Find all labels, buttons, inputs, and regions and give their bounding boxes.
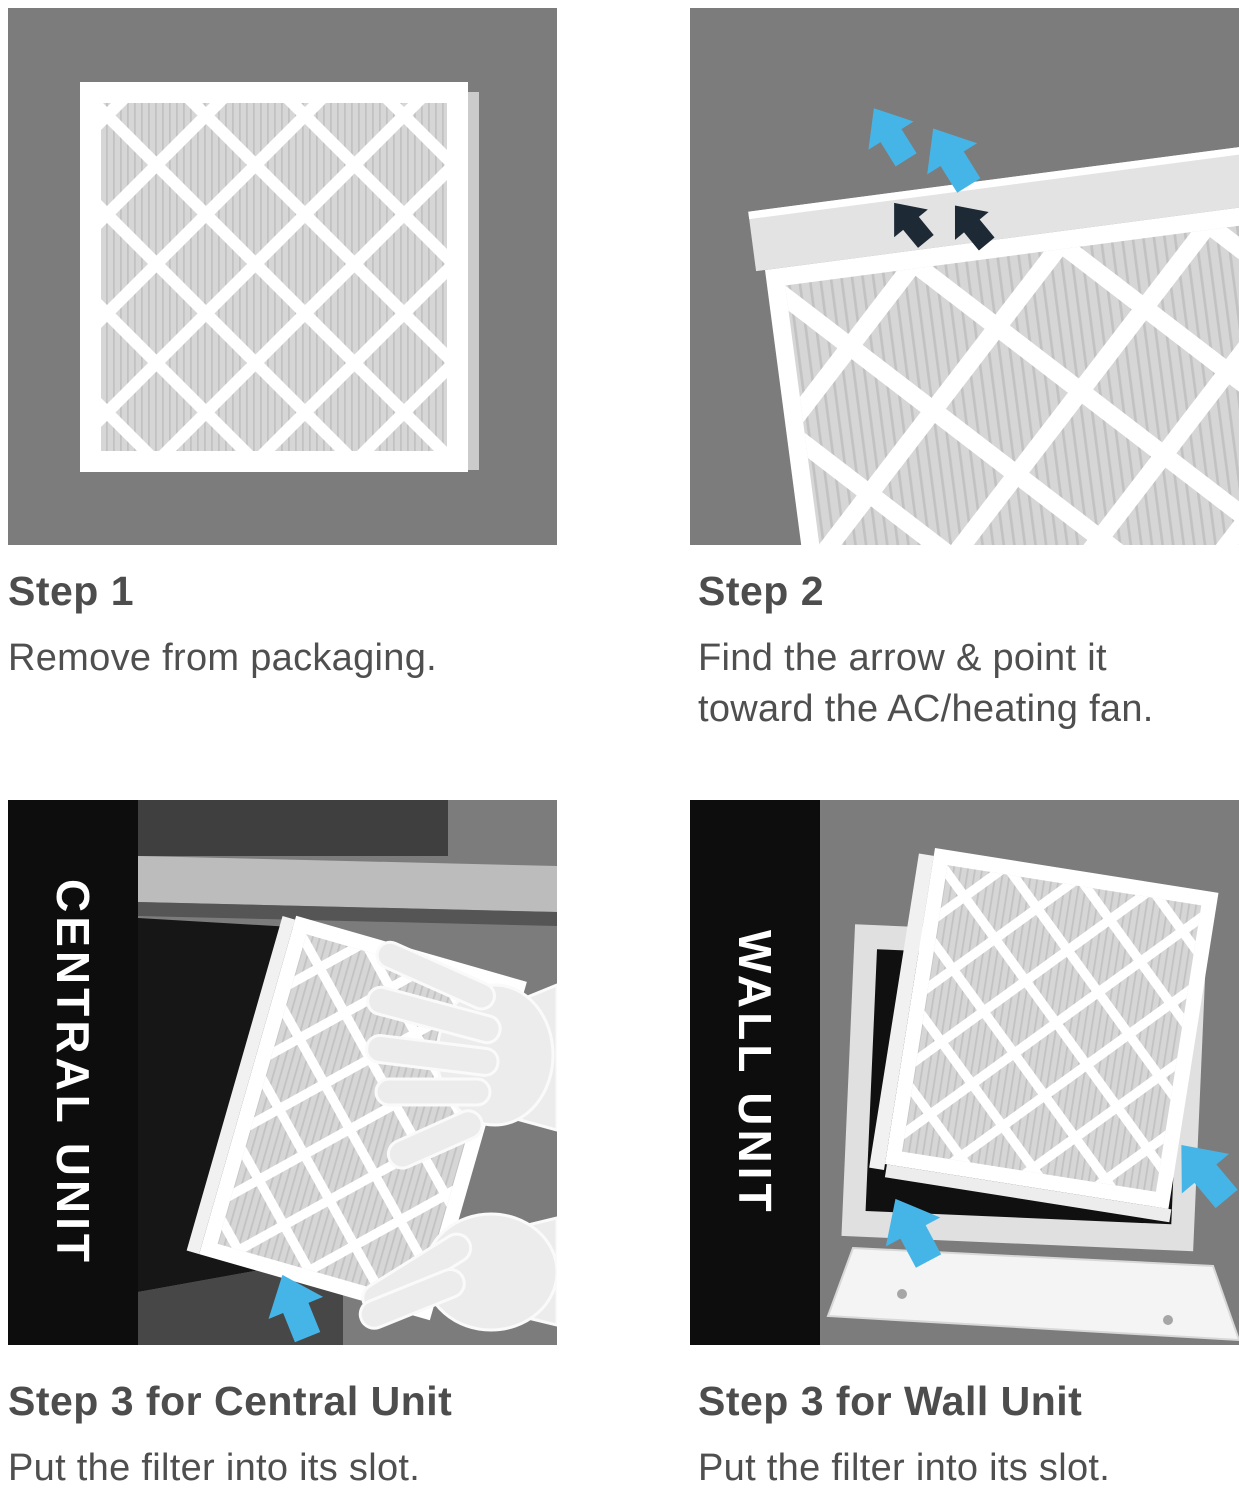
central-unit-banner: CENTRAL UNIT <box>8 800 138 1345</box>
step3-central-caption: Step 3 for Central Unit Put the filter i… <box>8 1378 628 1494</box>
step3-central-panel: CENTRAL UNIT <box>8 800 557 1345</box>
furnace-cabinet <box>138 800 448 856</box>
filter-rack-ledge <box>138 856 557 912</box>
step1-title: Step 1 <box>8 568 135 614</box>
step3-wall-title: Step 3 for Wall Unit <box>698 1378 1083 1424</box>
tilted-filter-image <box>748 123 1239 545</box>
hand-upper-icon <box>365 940 557 1170</box>
step2-panel <box>690 8 1239 545</box>
wall-unit-banner: WALL UNIT <box>690 800 820 1345</box>
vent-door <box>826 1246 1239 1342</box>
step2-illustration <box>690 8 1239 545</box>
ledge-shadow <box>138 902 557 926</box>
central-unit-banner-label: CENTRAL UNIT <box>47 878 99 1267</box>
step3-wall-panel: WALL UNIT <box>690 800 1239 1345</box>
step1-panel <box>8 8 557 545</box>
step3-central-title: Step 3 for Central Unit <box>8 1378 453 1424</box>
step3-wall-illustration <box>690 800 1239 1345</box>
packaged-filter-image <box>80 82 479 472</box>
filter-above-vent <box>869 848 1219 1223</box>
hand-lower-icon <box>358 1212 557 1332</box>
step2-title: Step 2 <box>698 568 825 614</box>
step3-central-description: Put the filter into its slot. <box>8 1447 421 1489</box>
screw-icon <box>1163 1315 1173 1325</box>
step1-caption: Step 1 Remove from packaging. <box>8 568 628 684</box>
step1-illustration <box>8 8 557 545</box>
screw-icon <box>897 1289 907 1299</box>
step2-description: Find the arrow & point it toward the AC/… <box>698 637 1154 730</box>
step1-description: Remove from packaging. <box>8 637 438 679</box>
step3-wall-description: Put the filter into its slot. <box>698 1447 1111 1489</box>
step3-wall-caption: Step 3 for Wall Unit Put the filter into… <box>698 1378 1239 1494</box>
step2-caption: Step 2 Find the arrow & point it toward … <box>698 568 1228 734</box>
wall-unit-banner-label: WALL UNIT <box>729 929 781 1216</box>
